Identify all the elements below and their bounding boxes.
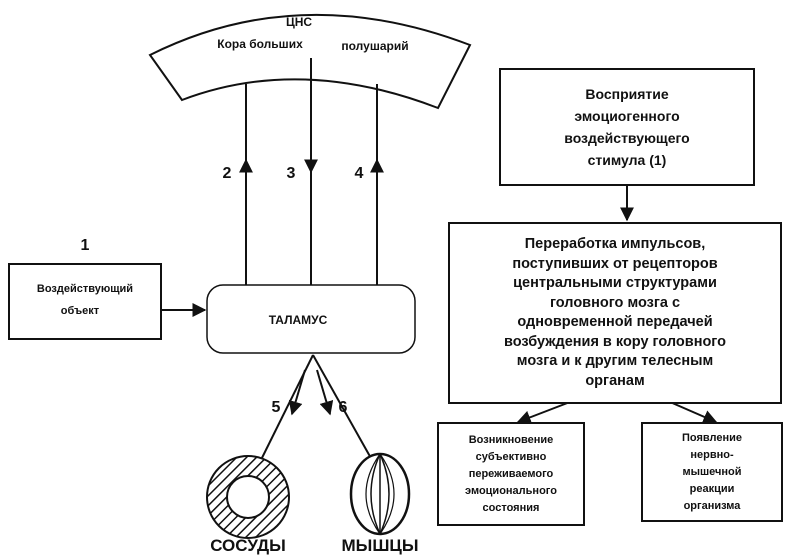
reaction-line-1: Появление	[681, 431, 742, 444]
subjective-line-3: переживаемого	[468, 467, 554, 480]
muscles-label: МЫШЦЫ	[342, 536, 419, 555]
pathway-6-line	[312, 354, 373, 461]
subjective-line-4: эмоционального	[465, 484, 557, 497]
muscle-icon	[349, 452, 411, 536]
subjective-line-1: Возникновение	[468, 433, 554, 446]
perception-line-4: стимула (1)	[587, 152, 667, 168]
cortex-label-right: полушарий	[341, 39, 408, 53]
vessel-icon	[206, 455, 290, 539]
perception-line-1: Восприятие	[585, 86, 669, 102]
stimulus-label-line2: объект	[61, 305, 100, 317]
stimulus-box	[8, 263, 162, 340]
pathway-6-arrow	[316, 369, 334, 416]
subjective-line-2: субъективно	[475, 450, 547, 463]
perception-line-3: воздействующего	[564, 130, 690, 146]
vessels-label: СОСУДЫ	[210, 536, 286, 555]
pathway-5-arrow	[288, 369, 306, 416]
processing-to-subjective-arrow	[516, 401, 571, 425]
subjective-state-box: Возникновение субъективно переживаемого …	[437, 422, 585, 526]
cortex-label-left: Кора больших	[217, 37, 303, 51]
pathway-6-number: 6	[339, 399, 348, 416]
stimulus-number: 1	[81, 237, 90, 254]
processing-line-8: органам	[585, 372, 645, 389]
reaction-line-5: организма	[683, 499, 741, 512]
pathway-2-number: 2	[223, 165, 232, 182]
thalamus-box	[206, 284, 416, 354]
pathway-3-number: 3	[287, 165, 296, 182]
processing-line-1: Переработка импульсов,	[524, 236, 706, 252]
processing-line-4: головного мозга с	[549, 294, 681, 311]
processing-to-reaction-arrow	[669, 401, 718, 424]
perception-box: Восприятие эмоциогенного воздействующего…	[499, 68, 755, 186]
stimulus-label-line1: Воздействующий	[37, 283, 133, 295]
reaction-box: Появление нервно- мышечной реакции орган…	[641, 422, 783, 522]
processing-line-2: поступивших от рецепторов	[512, 255, 718, 272]
reaction-line-2: нервно-	[690, 448, 734, 461]
processing-box: Переработка импульсов, поступивших от ре…	[448, 222, 782, 404]
processing-line-7: мозга и к другим телесным	[516, 353, 714, 369]
thalamus-label: ТАЛАМУС	[269, 313, 328, 327]
perception-line-2: эмоциогенного	[574, 108, 680, 124]
reaction-line-4: реакции	[689, 482, 735, 495]
processing-line-5: одновременной передачей	[517, 314, 713, 330]
processing-line-6: возбуждения в кору головного	[503, 333, 727, 350]
subjective-line-5: состояния	[482, 501, 540, 514]
reaction-line-3: мышечной	[682, 465, 742, 478]
pathway-5-number: 5	[272, 399, 281, 416]
cns-label: ЦНС	[286, 15, 312, 29]
processing-line-3: центральными структурами	[513, 275, 717, 291]
pathway-4-number: 4	[355, 165, 364, 182]
